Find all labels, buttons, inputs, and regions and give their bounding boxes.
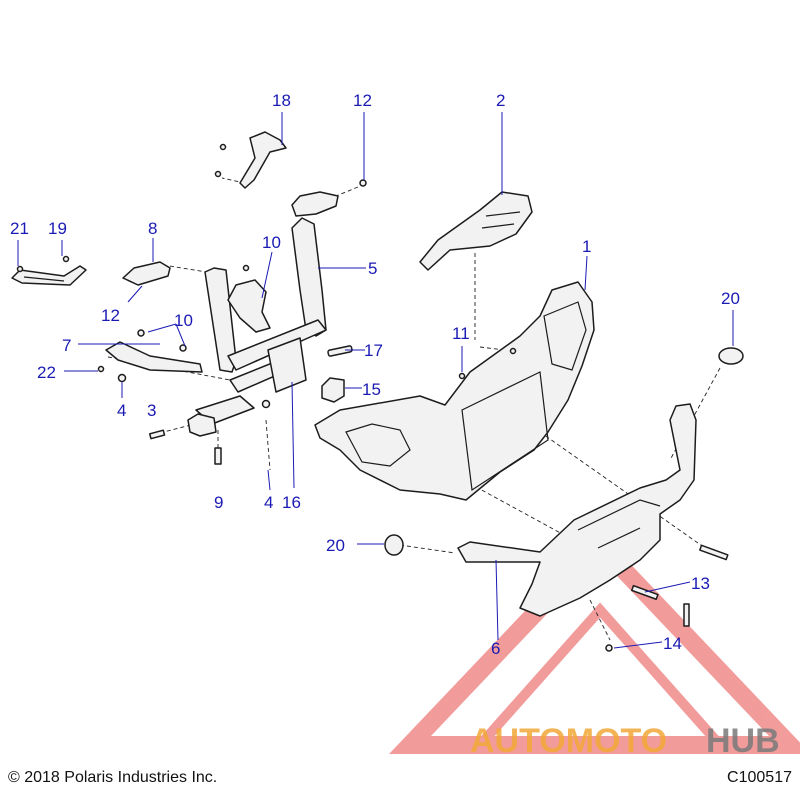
screw-11b: [509, 347, 517, 355]
nut-4b: [261, 399, 271, 409]
screw-21: [16, 265, 24, 273]
part-panel-1: [314, 281, 595, 501]
part-strap-18: [239, 131, 287, 189]
copyright-text: © 2018 Polaris Industries Inc.: [8, 769, 218, 786]
watermark-triangle-inner: [468, 602, 732, 750]
screw-10a: [242, 264, 250, 272]
screw-22: [97, 365, 105, 373]
assembly-lines: [107, 177, 721, 641]
bolt-13: [699, 544, 729, 561]
callout-20b: 20: [326, 536, 345, 555]
callout-1: 1: [582, 237, 591, 256]
callout-10b: 10: [174, 311, 193, 330]
bolt-9: [214, 447, 222, 465]
callout-4b: 4: [264, 493, 273, 512]
callout-19: 19: [48, 219, 67, 238]
callout-17: 17: [364, 341, 383, 360]
watermark-word-hub: HUB: [706, 722, 780, 760]
part-bracket-19: [11, 265, 87, 286]
screw-10b: [137, 329, 145, 337]
screw-19: [62, 255, 70, 263]
callout-3: 3: [147, 401, 156, 420]
watermark-word-automoto: AUTOMOTO: [470, 722, 667, 760]
part-bracket-7: [105, 341, 203, 373]
part-frame-5: [187, 217, 327, 437]
callout-15: 15: [362, 380, 381, 399]
part-bracket-8: [122, 261, 171, 286]
part-plate-2: [419, 191, 533, 271]
leader-lines: [17, 112, 734, 649]
callout-22: 22: [37, 363, 56, 382]
callout-12a: 12: [353, 91, 372, 110]
bolt-13b: [631, 584, 659, 601]
callout-20a: 20: [721, 289, 740, 308]
drawing-code: C100517: [727, 769, 792, 786]
screw-11: [458, 372, 466, 380]
watermark-wordmark: AUTOMOTO HUB: [470, 722, 780, 760]
screw-18b: [214, 170, 222, 178]
callout-8: 8: [148, 219, 157, 238]
callout-21: 21: [10, 219, 29, 238]
callout-14: 14: [663, 634, 682, 653]
callout-18: 18: [272, 91, 291, 110]
callout-5: 5: [368, 259, 377, 278]
nut-4a: [117, 373, 127, 383]
callout-6: 6: [491, 639, 500, 658]
callout-12b: 12: [101, 306, 120, 325]
nut-14: [605, 644, 613, 652]
callout-7: 7: [62, 336, 71, 355]
callout-11: 11: [452, 324, 470, 343]
callout-2: 2: [496, 91, 505, 110]
part-bumper-6: [457, 403, 697, 617]
callout-13: 13: [691, 574, 710, 593]
cap-20b: [384, 534, 404, 556]
screw-10c: [179, 344, 187, 352]
screw-18a: [219, 143, 227, 151]
part-bracket-12: [291, 191, 339, 217]
callout-labels: 18 12 2 1 8 21 19 5 10 12 10 7 22 4 3 11…: [10, 91, 740, 658]
callout-9: 9: [214, 493, 223, 512]
callout-16: 16: [282, 493, 301, 512]
callout-10a: 10: [262, 233, 281, 252]
part-plate-10: [227, 279, 271, 333]
bolt-14: [683, 603, 690, 627]
screw-12a: [359, 179, 367, 187]
cap-20a: [718, 347, 744, 365]
bolt-3: [148, 429, 166, 440]
watermark-logo: [389, 531, 800, 754]
pin-17: [327, 345, 353, 357]
block-15: [321, 377, 345, 403]
callout-4a: 4: [117, 401, 126, 420]
